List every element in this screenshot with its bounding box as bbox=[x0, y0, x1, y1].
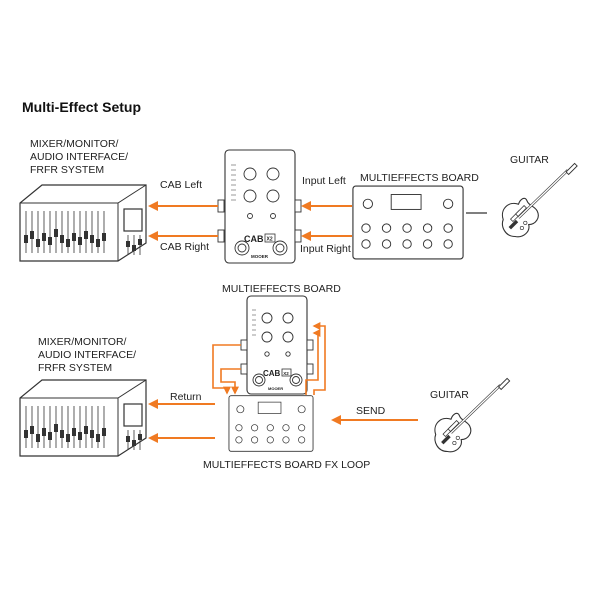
multieffects-board-fx-loop bbox=[228, 395, 314, 452]
top-board-label-2: MULTIEFFECTS BOARD bbox=[222, 283, 341, 295]
mixer-console-2 bbox=[19, 379, 147, 457]
loop-return-left bbox=[212, 344, 241, 395]
mixer-console-1 bbox=[19, 184, 147, 262]
cab-left-label: CAB Left bbox=[160, 179, 202, 191]
mixer-label-2-line1: MIXER/MONITOR/ bbox=[38, 336, 127, 348]
cab-x2-pedal-2: CAB X2 MOOER bbox=[240, 295, 314, 395]
cab-right-label: CAB Right bbox=[160, 241, 209, 253]
board-label-1: MULTIEFFECTS BOARD bbox=[360, 172, 479, 184]
pedal-brand-2: MOOER bbox=[268, 386, 283, 391]
pedal-name-2: CAB bbox=[263, 369, 281, 378]
send-label: SEND bbox=[356, 405, 386, 417]
loop-return-right bbox=[220, 368, 241, 395]
setup-direct-cab: MIXER/MONITOR/ AUDIO INTERFACE/ FRFR SYS… bbox=[19, 138, 579, 264]
mixer-label-2-line3: FRFR SYSTEM bbox=[38, 362, 112, 374]
input-left-label: Input Left bbox=[302, 175, 346, 187]
setup-fx-loop: MULTIEFFECTS BOARD CAB X2 MOOER bbox=[19, 283, 512, 471]
guitar-label-2: GUITAR bbox=[430, 389, 469, 401]
guitar-label-1: GUITAR bbox=[510, 154, 549, 166]
guitar-1 bbox=[501, 161, 579, 239]
loop-send-right bbox=[312, 322, 326, 395]
pedal-name: CAB bbox=[244, 234, 264, 244]
cab-x2-pedal-1: CAB X2 MOOER bbox=[217, 149, 302, 264]
loop-send-left bbox=[305, 329, 321, 395]
mixer-label-line2: AUDIO INTERFACE/ bbox=[30, 151, 128, 163]
multieffects-board-1 bbox=[352, 185, 464, 260]
return-label: Return bbox=[170, 391, 202, 403]
page-title: Multi-Effect Setup bbox=[22, 99, 141, 115]
fx-loop-board-label: MULTIEFFECTS BOARD FX LOOP bbox=[203, 459, 370, 471]
mixer-label-2-line2: AUDIO INTERFACE/ bbox=[38, 349, 136, 361]
mixer-label-line3: FRFR SYSTEM bbox=[30, 164, 104, 176]
mixer-label-line1: MIXER/MONITOR/ bbox=[30, 138, 119, 150]
pedal-brand: MOOER bbox=[251, 254, 269, 259]
input-right-label: Input Right bbox=[300, 243, 351, 255]
pedal-badge: X2 bbox=[267, 237, 273, 243]
pedal-badge-2: X2 bbox=[283, 371, 289, 376]
